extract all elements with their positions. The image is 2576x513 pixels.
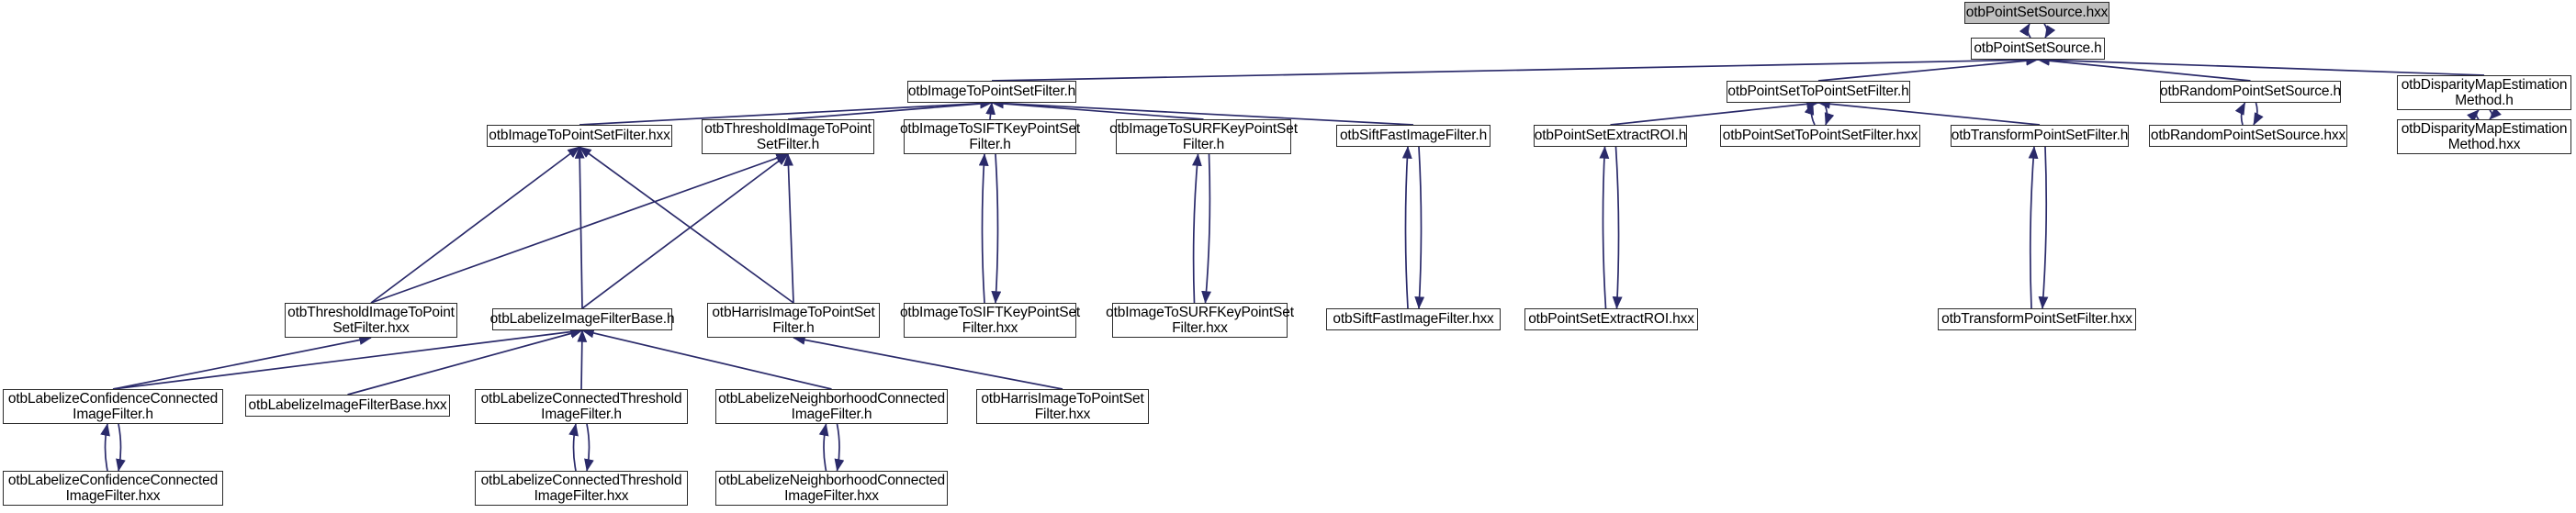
graph-node[interactable]: otbLabelizeImageFilterBase.h — [490, 308, 675, 330]
graph-edge — [1610, 98, 1819, 126]
graph-edge — [793, 335, 1063, 390]
graph-node[interactable]: otbPointSetToPointSetFilter.hxx — [1720, 125, 1920, 147]
graph-node[interactable]: otbLabelizeConnectedThreshold ImageFilte… — [475, 471, 688, 506]
graph-edge — [1817, 55, 2039, 82]
graph-edge — [1599, 146, 1610, 309]
graph-node[interactable]: otbPointSetSource.h — [1971, 38, 2105, 60]
graph-node[interactable]: otbTransformPointSetFilter.h — [1951, 125, 2129, 147]
graph-node[interactable]: otbImageToPointSetFilter.h — [907, 81, 1076, 103]
graph-node[interactable]: otbImageToSURFKeyPointSet Filter.hxx — [1106, 303, 1294, 338]
graph-node[interactable]: otbLabelizeConfidenceConnected ImageFilt… — [3, 389, 223, 424]
graph-edge — [2489, 107, 2502, 120]
graph-edge — [581, 153, 789, 309]
graph-edge — [1804, 102, 1816, 126]
graph-node[interactable]: otbLabelizeNeighborhoodConnected ImageFi… — [715, 389, 948, 424]
graph-edge — [2037, 55, 2251, 82]
graph-node[interactable]: otbThresholdImageToPoint SetFilter.h — [702, 119, 874, 154]
graph-edge — [2028, 146, 2039, 309]
graph-node[interactable]: otbImageToSIFTKeyPointSet Filter.hxx — [899, 303, 1081, 338]
graph-edge — [347, 329, 583, 396]
graph-edge — [116, 423, 126, 472]
graph-node[interactable]: otbRandomPointSetSource.hxx — [2149, 125, 2347, 147]
graph-node[interactable]: otbLabelizeConnectedThreshold ImageFilte… — [475, 389, 688, 424]
graph-node[interactable]: otbRandomPointSetSource.h — [2160, 81, 2341, 103]
graph-edge — [579, 146, 794, 304]
graph-edge — [370, 153, 789, 304]
graph-edge — [584, 423, 594, 472]
graph-edge — [2467, 109, 2480, 122]
graph-edge — [991, 98, 1204, 120]
graph-node[interactable]: otbSiftFastImageFilter.h — [1336, 125, 1490, 147]
graph-edge — [577, 329, 588, 390]
graph-edge — [581, 328, 832, 390]
graph-node[interactable]: otbThresholdImageToPoint SetFilter.hxx — [285, 303, 457, 338]
graph-node[interactable]: otbImageToSIFTKeyPointSet Filter.h — [899, 119, 1081, 154]
graph-edge — [568, 423, 579, 472]
graph-edge — [2037, 55, 2485, 76]
graph-node[interactable]: otbSiftFastImageFilter.hxx — [1326, 308, 1501, 330]
graph-edge — [1201, 153, 1212, 304]
graph-node[interactable]: otbTransformPointSetFilter.hxx — [1938, 308, 2136, 330]
graph-node[interactable]: otbLabelizeConfidenceConnected ImageFilt… — [3, 471, 223, 506]
graph-edge — [2234, 102, 2246, 126]
graph-node[interactable]: otbHarrisImageToPointSet Filter.hxx — [976, 389, 1149, 424]
graph-edge — [818, 423, 829, 472]
graph-edge — [991, 54, 2039, 82]
graph-node[interactable]: otbImageToPointSetFilter.hxx — [487, 125, 672, 147]
graph-edge — [834, 423, 845, 472]
graph-edge — [991, 153, 1002, 304]
graph-node[interactable]: otbPointSetExtractROI.h — [1534, 125, 1687, 147]
graph-edge — [574, 146, 585, 309]
graph-edge — [787, 98, 993, 120]
graph-edge — [2043, 23, 2056, 39]
graph-edge — [112, 335, 372, 390]
graph-node[interactable]: otbPointSetExtractROI.hxx — [1524, 308, 1698, 330]
graph-edge — [1191, 153, 1202, 304]
graph-edge — [112, 327, 583, 390]
graph-node[interactable]: otbImageToSURFKeyPointSet Filter.h — [1109, 119, 1298, 154]
graph-edge — [2253, 102, 2264, 126]
graph-node[interactable]: otbPointSetSource.hxx — [1964, 2, 2109, 24]
graph-node[interactable]: otbLabelizeImageFilterBase.hxx — [245, 395, 450, 417]
graph-edge — [370, 146, 580, 304]
graph-edge — [2019, 23, 2031, 39]
graph-edge — [978, 153, 989, 304]
graph-node[interactable]: otbDisparityMapEstimation Method.h — [2397, 75, 2571, 110]
graph-edge — [100, 423, 110, 472]
graph-edge — [1823, 102, 1835, 126]
graph-node[interactable]: otbDisparityMapEstimation Method.hxx — [2397, 119, 2571, 154]
graph-node[interactable]: otbLabelizeNeighborhoodConnected ImageFi… — [715, 471, 948, 506]
graph-edge — [985, 102, 996, 120]
graph-node[interactable]: otbHarrisImageToPointSet Filter.h — [707, 303, 880, 338]
graph-node[interactable]: otbPointSetToPointSetFilter.h — [1727, 81, 1910, 103]
graph-edge — [783, 153, 794, 304]
graph-edge — [1612, 146, 1623, 309]
graph-edge — [2038, 146, 2049, 309]
graph-edge — [1414, 146, 1425, 309]
graph-edge — [1401, 146, 1412, 309]
graph-edge — [1817, 98, 2041, 126]
